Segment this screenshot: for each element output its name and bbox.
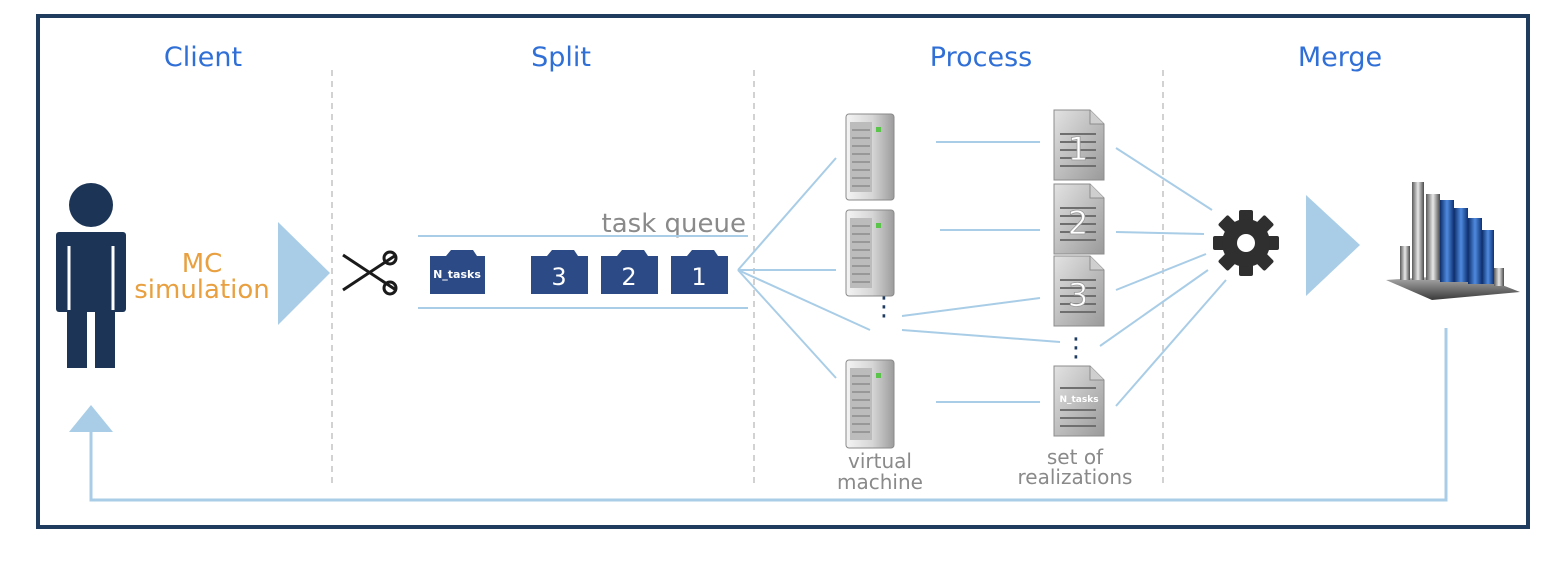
doc-label-1: 1 [1068, 130, 1088, 168]
arrow-right-icon [1306, 195, 1360, 296]
folder-ellipsis: ... [497, 273, 520, 301]
server-icon [845, 359, 895, 449]
doc-label-2: 2 [1068, 204, 1088, 242]
simulation-label: simulation [134, 275, 270, 305]
feedback-line [89, 328, 1448, 502]
task-queue-label: task queue [602, 209, 746, 239]
server-dots: ⋮ [871, 292, 897, 322]
gear-icon [1213, 210, 1279, 276]
server-icon [845, 113, 895, 201]
doc-dots: ⋮ [1063, 333, 1089, 363]
server-icon [845, 209, 895, 297]
stage-title-merge: Merge [1298, 42, 1382, 73]
stage-title-split: Split [531, 42, 591, 73]
queue-to-server-connectors [737, 157, 871, 379]
stage-title-process: Process [930, 42, 1032, 73]
document-icon: 3 [1053, 255, 1105, 327]
vm-label-1: virtual [848, 449, 912, 473]
scissors-icon [342, 250, 398, 296]
document-icon: 1 [1053, 109, 1105, 181]
document-icon: 2 [1053, 183, 1105, 255]
folder-label-1: 1 [691, 263, 706, 291]
bar-chart-icon [1386, 182, 1520, 300]
arrow-right-icon [278, 222, 330, 325]
doc-label-3: 3 [1068, 276, 1088, 314]
folder-label-ntasks: N_tasks [433, 268, 481, 281]
folder-icon: 3 [531, 250, 588, 294]
stage-title-client: Client [164, 42, 242, 73]
folder-icon: 2 [601, 250, 658, 294]
person-outline-lines [67, 246, 115, 310]
feedback-loop [69, 328, 1448, 502]
doc-label-ntasks: N_tasks [1059, 395, 1098, 405]
folder-label-3: 3 [551, 263, 566, 291]
folder-icon: N_tasks [430, 250, 485, 294]
folder-label-2: 2 [621, 263, 636, 291]
server-to-doc-connectors [901, 141, 1061, 403]
doc-to-gear-connectors [1099, 147, 1227, 407]
vm-label-2: machine [837, 470, 923, 494]
document-icon: N_tasks [1053, 365, 1105, 437]
person-icon [56, 183, 126, 368]
realizations-label-1: set of [1047, 445, 1104, 469]
folder-icon: 1 [671, 250, 728, 294]
arrow-up-icon [69, 405, 113, 432]
mc-label: MC [182, 249, 223, 279]
stage-dividers [331, 70, 1164, 486]
realizations-label-2: realizations [1018, 465, 1133, 489]
